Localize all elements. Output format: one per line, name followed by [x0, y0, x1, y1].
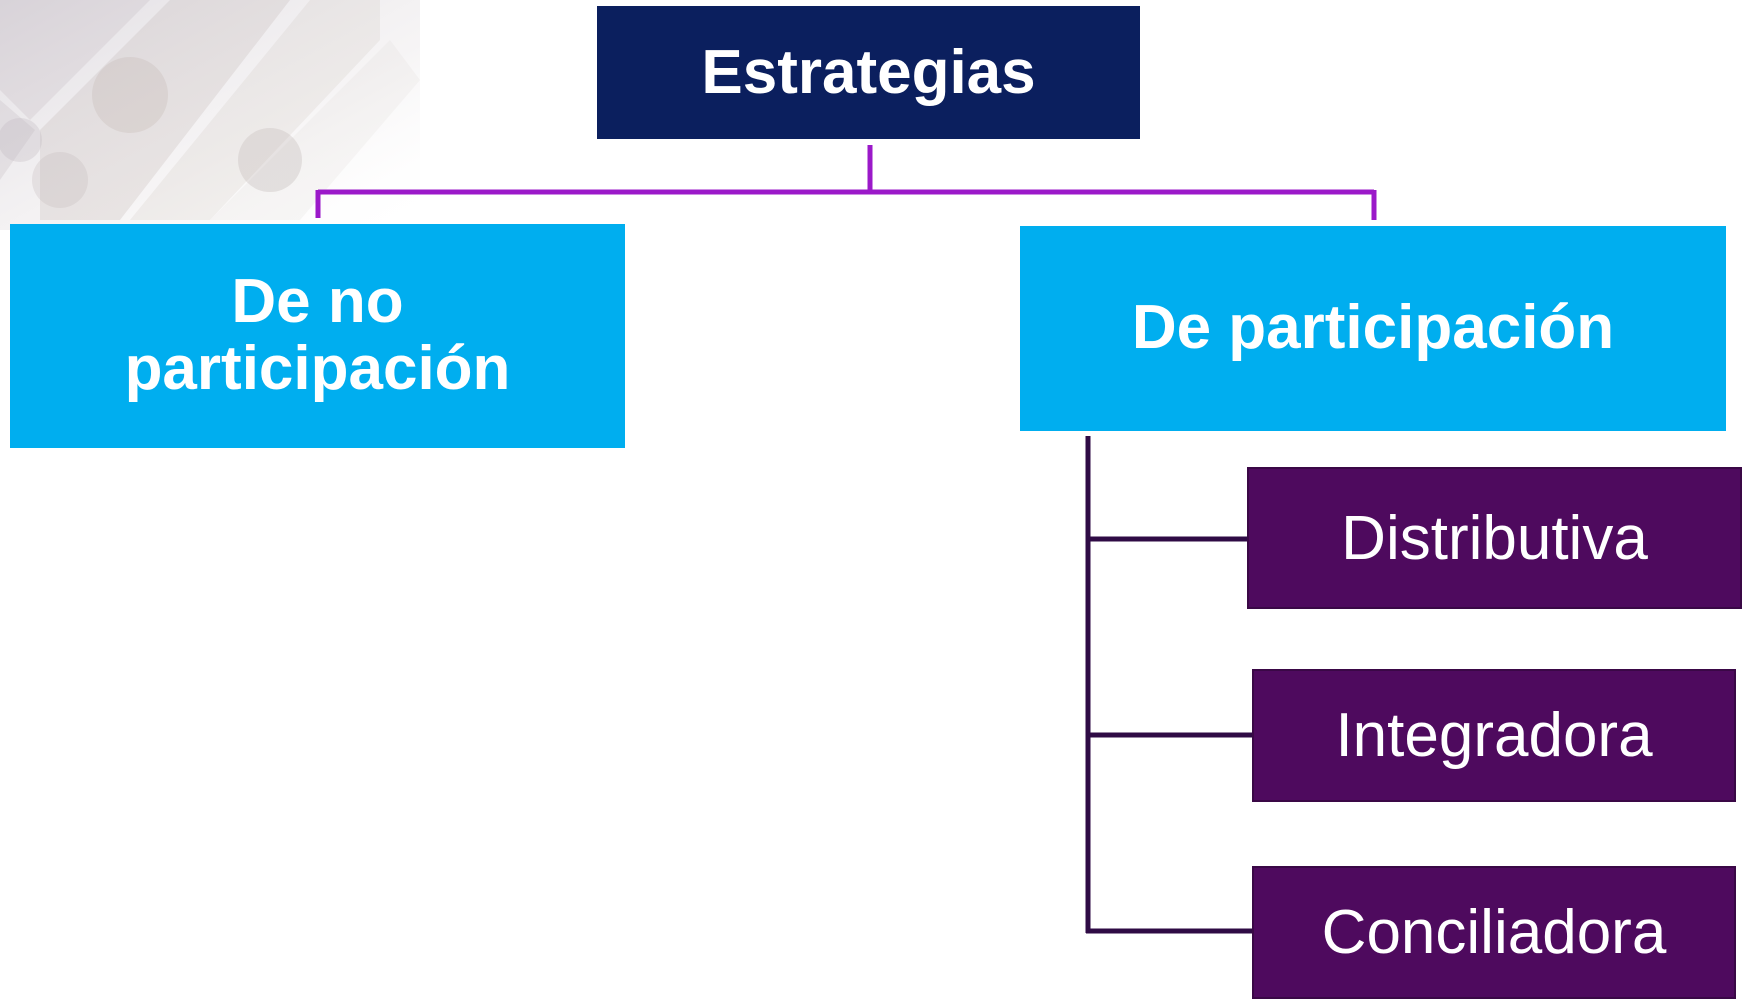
child-label-conciliadora: Conciliadora — [1321, 898, 1667, 967]
child-box-distributiva: Distributiva — [1247, 467, 1742, 609]
category-to-children-connector — [1085, 436, 1252, 934]
category-label-participation: De participación — [1131, 293, 1615, 363]
child-label-distributiva: Distributiva — [1341, 503, 1648, 573]
category-label-no-participation: De no participación — [124, 267, 511, 403]
child-label-integradora: Integradora — [1335, 701, 1653, 770]
root-to-category-connector — [315, 145, 1377, 220]
root-node-box: Estrategias — [597, 6, 1140, 139]
child-box-conciliadora: Conciliadora — [1252, 866, 1736, 999]
category-box-participation: De participación — [1020, 226, 1726, 431]
category-box-no-participation: De no participación — [10, 224, 625, 448]
child-box-integradora: Integradora — [1252, 669, 1736, 802]
root-node-label: Estrategias — [701, 38, 1036, 107]
